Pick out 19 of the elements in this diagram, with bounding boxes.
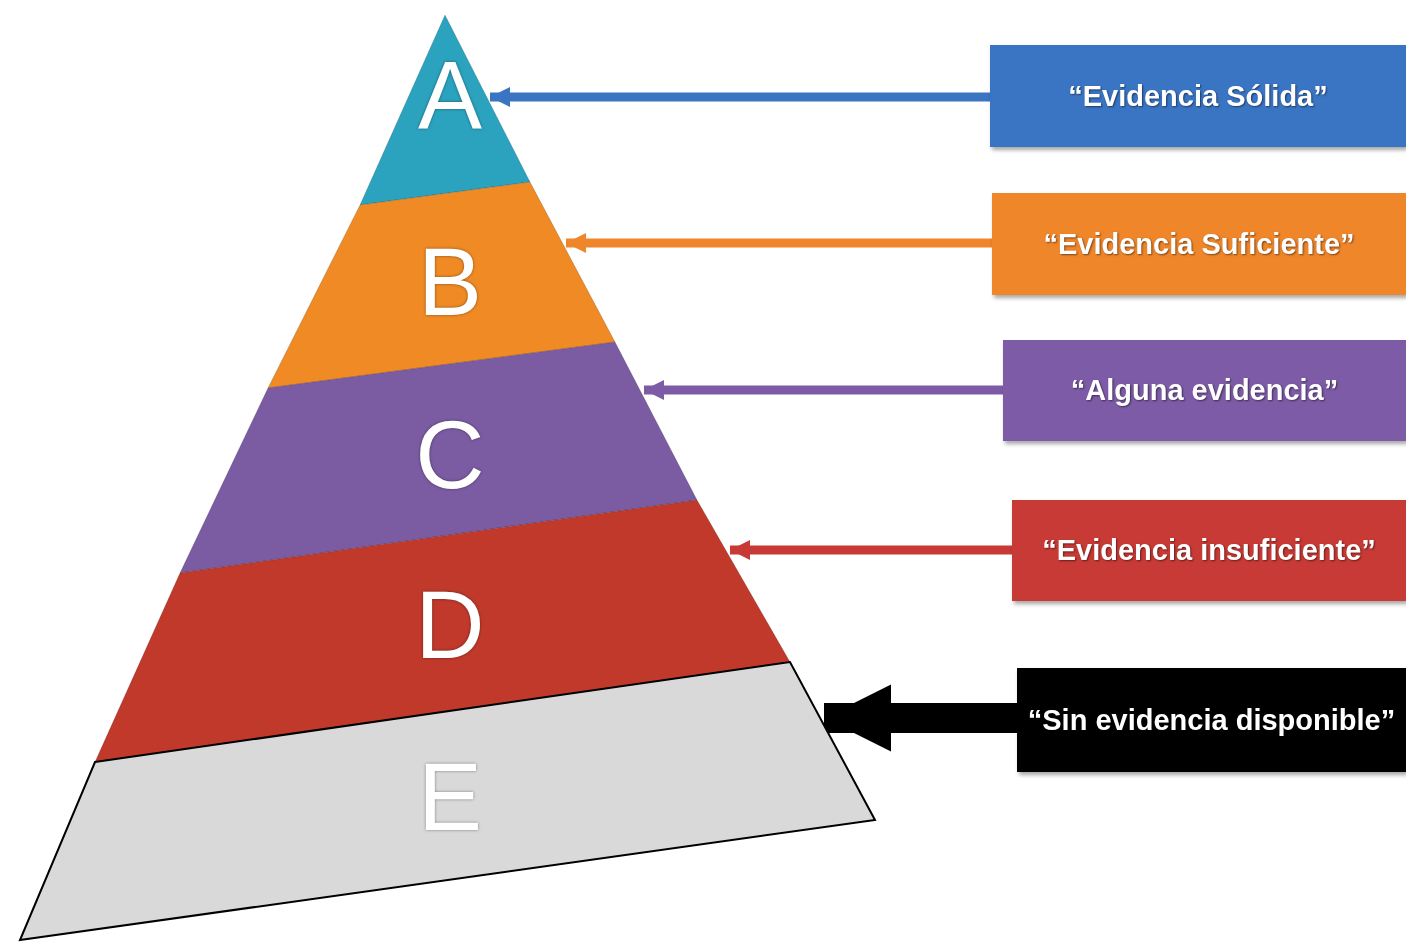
label-box — [1003, 340, 1406, 441]
level-letter: A — [418, 47, 482, 143]
arrow — [730, 539, 1012, 561]
level-letter: D — [415, 577, 485, 673]
level-label: “Alguna evidencia” — [1069, 373, 1340, 408]
label-box — [1017, 668, 1406, 772]
level-label: “Evidencia Suficiente” — [1042, 226, 1356, 262]
arrow — [566, 232, 992, 254]
level-label: “Evidencia Sólida” — [1067, 78, 1329, 114]
label-box — [1012, 500, 1406, 601]
label-box — [990, 45, 1406, 147]
arrow — [644, 379, 1003, 401]
arrow — [490, 86, 990, 108]
arrow — [824, 684, 1017, 752]
level-label: “Evidencia insuficiente” — [1041, 533, 1377, 568]
label-box — [992, 193, 1406, 295]
level-label: “Sin evidencia disponible” — [1026, 702, 1397, 738]
level-letter: C — [415, 407, 485, 503]
level-letter: B — [418, 234, 482, 330]
